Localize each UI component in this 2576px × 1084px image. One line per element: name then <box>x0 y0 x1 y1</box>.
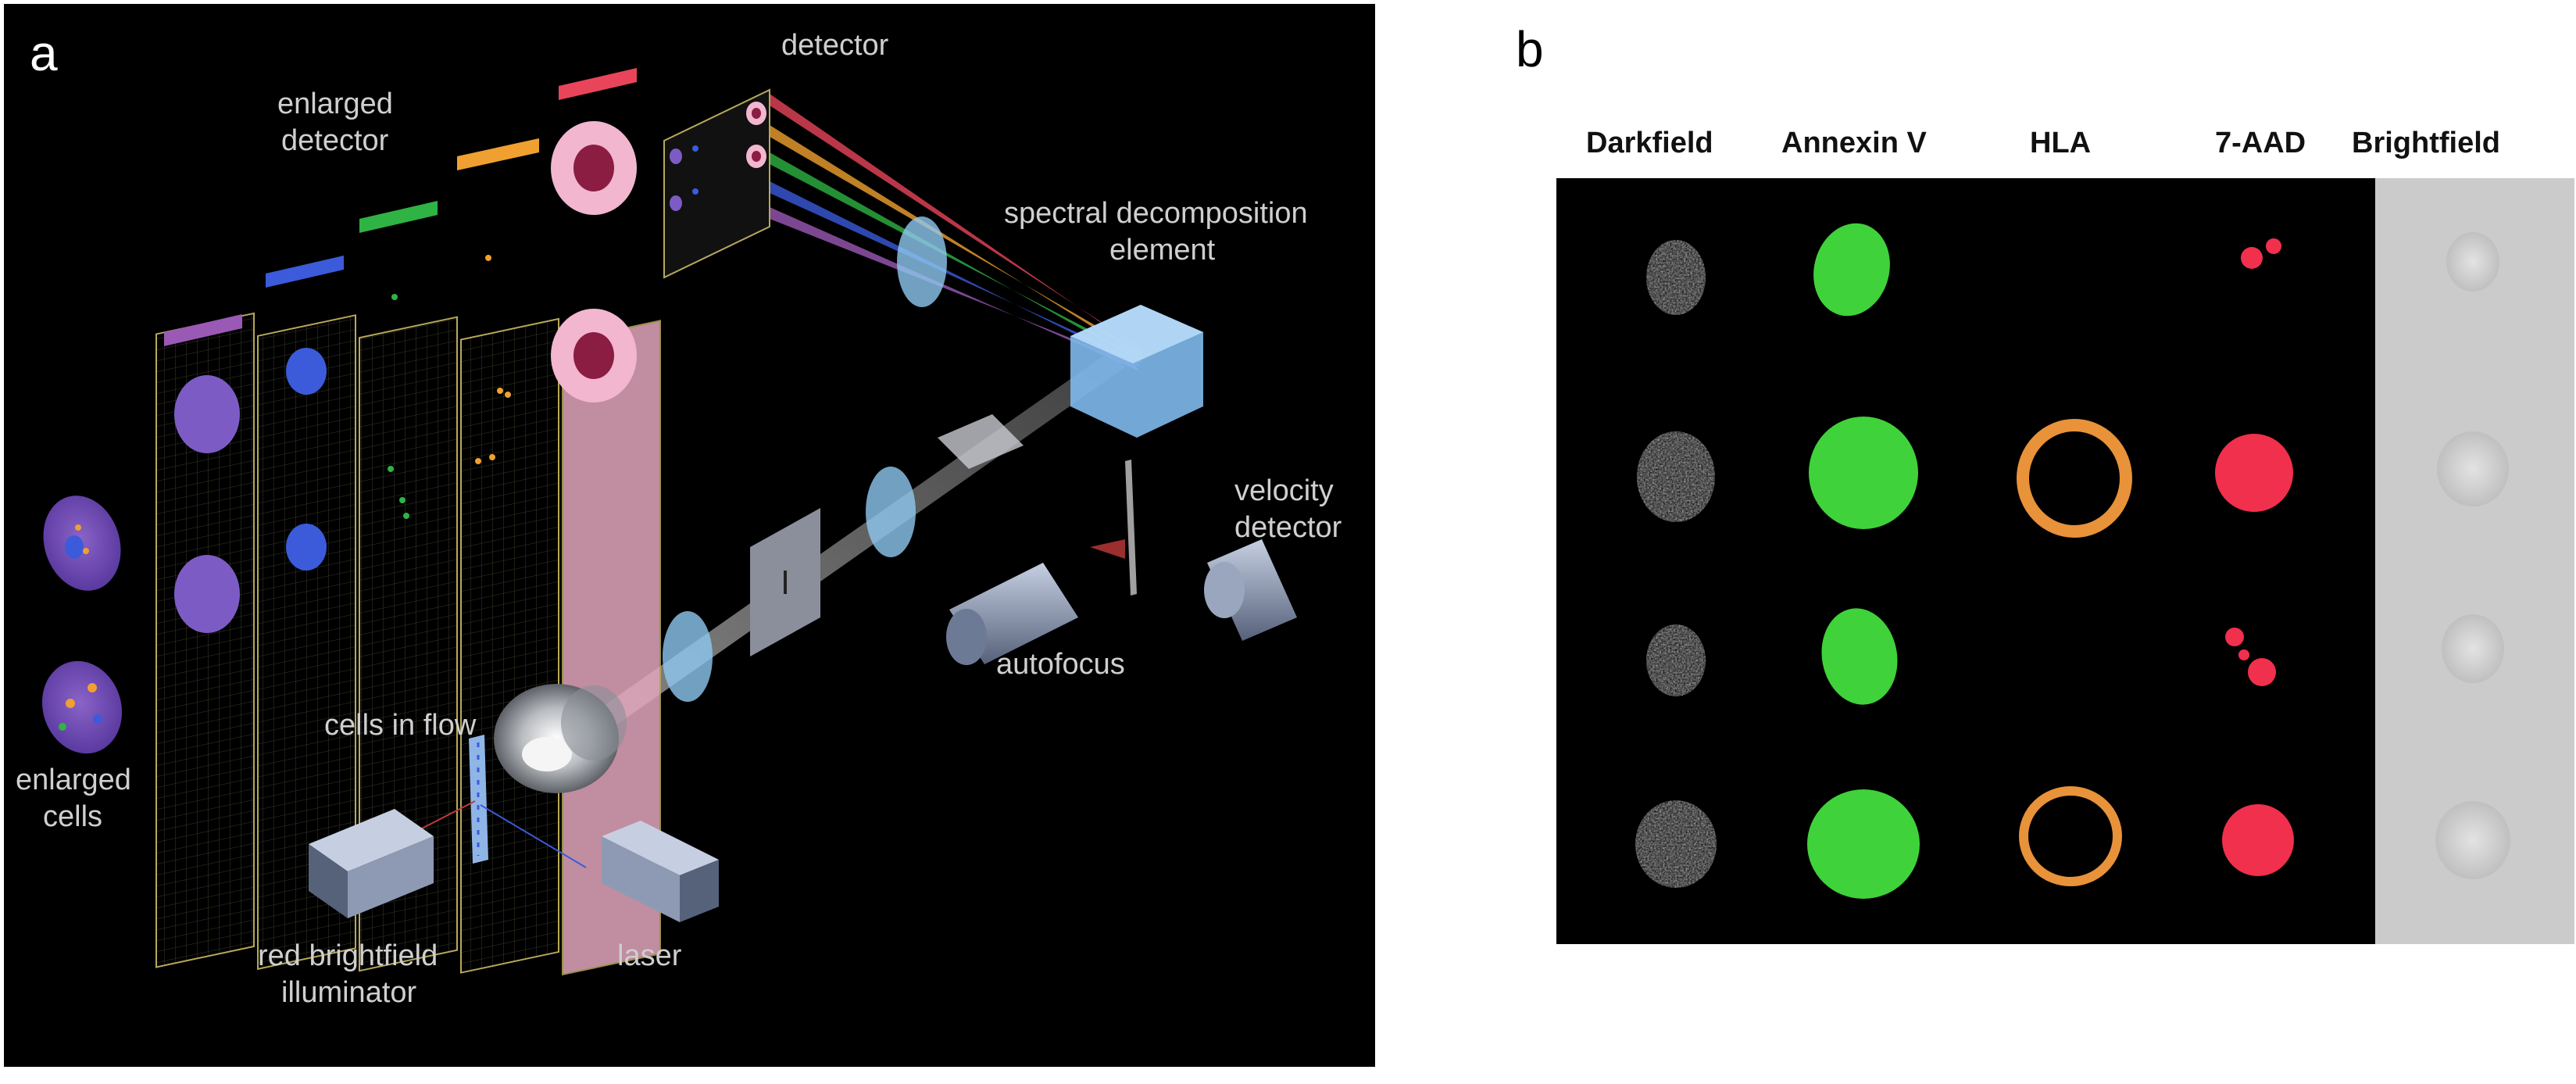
enlarged-detector <box>155 68 661 976</box>
flow-cell <box>469 735 488 864</box>
autofocus-ray <box>1090 539 1125 559</box>
panel-a: a <box>4 4 1375 1067</box>
label-velocity-1: velocity <box>1234 474 1334 507</box>
lens-lower <box>663 611 713 702</box>
label-autofocus: autofocus <box>996 648 1125 681</box>
lens-upper <box>897 216 947 307</box>
label-enlarged-cells-1: enlarged <box>16 764 131 796</box>
panel-b: b Darkfield Annexin V HLA 7-AAD Brightfi… <box>1516 21 2574 944</box>
laser-ray <box>480 804 587 868</box>
autofocus-cylinder <box>946 563 1078 665</box>
label-detector: detector <box>781 29 889 62</box>
column-header-7-aad: 7-AAD <box>2215 127 2306 159</box>
column-header-brightfield: Brightfield <box>2352 127 2500 159</box>
image-row-1 <box>1646 223 2499 317</box>
channel-bar-green <box>359 201 438 233</box>
channel-bar-blue <box>266 256 344 288</box>
red-illumination-ray <box>421 800 476 829</box>
label-red-brightfield-1: red brightfield <box>258 939 438 972</box>
column-header-hla: HLA <box>2030 127 2091 159</box>
label-laser: laser <box>617 939 682 972</box>
panel-b-letter: b <box>1516 21 1544 77</box>
channel-bar-red <box>559 68 637 100</box>
lens-middle <box>866 467 916 557</box>
spectral-fan <box>770 94 1149 371</box>
spectral-prism <box>1070 305 1203 438</box>
objective-lens <box>494 684 627 793</box>
label-spectral-1: spectral decomposition <box>1004 197 1308 230</box>
autofocus-mirror <box>1125 460 1137 596</box>
panel-a-letter: a <box>30 25 58 81</box>
enlarged-cells <box>41 495 123 754</box>
column-header-annexin-v: Annexin V <box>1781 127 1927 159</box>
image-row-2 <box>1637 417 2509 538</box>
label-spectral-2: element <box>1109 234 1216 267</box>
channel-bar-purple <box>164 314 242 346</box>
channel-bar-orange <box>457 138 539 170</box>
label-enlarged-detector-2: detector <box>281 124 389 157</box>
beam-splitter <box>938 414 1024 469</box>
image-row-3 <box>1646 608 2504 705</box>
red-brightfield-illuminator <box>309 809 434 918</box>
label-velocity-2: detector <box>1234 511 1342 544</box>
image-row-4 <box>1635 786 2510 899</box>
label-enlarged-cells-2: cells <box>43 800 102 833</box>
label-cells-in-flow: cells in flow <box>324 709 477 742</box>
velocity-detector-cylinder <box>1204 539 1297 641</box>
label-enlarged-detector-1: enlarged <box>277 88 393 120</box>
column-header-darkfield: Darkfield <box>1586 127 1713 159</box>
small-detector <box>663 88 770 279</box>
label-red-brightfield-2: illuminator <box>281 976 417 1009</box>
laser-box <box>602 821 719 922</box>
